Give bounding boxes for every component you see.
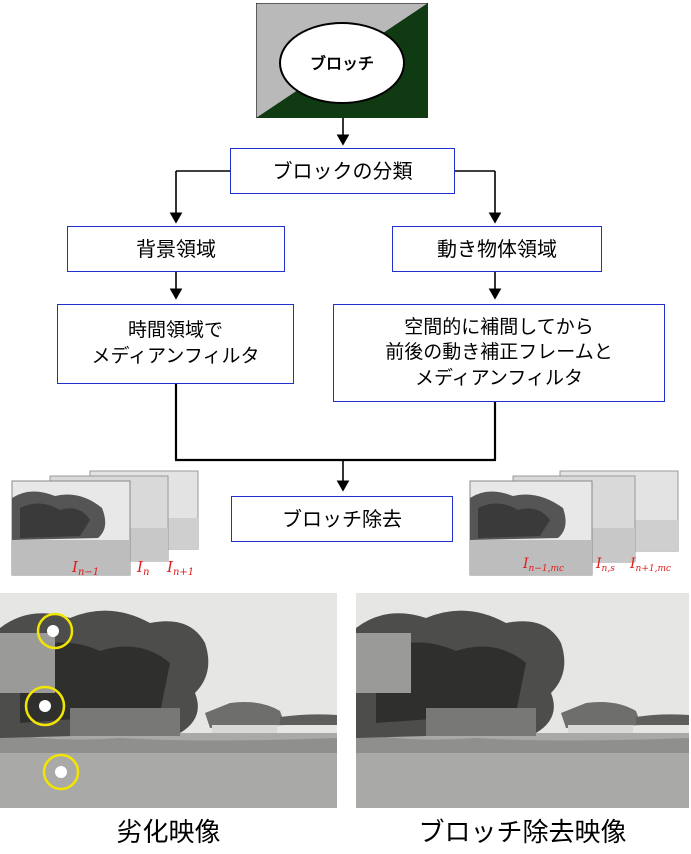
frame-n-minus-1 (11, 480, 131, 576)
restored-image (356, 593, 689, 808)
temporal-filter-line-2: メディアンフィルタ (91, 345, 260, 367)
background-region-box: 背景領域 (67, 226, 285, 272)
blotch-node (256, 3, 428, 118)
blotch-marker-3 (42, 753, 80, 791)
frame-n-minus-1-mc (469, 480, 593, 576)
degraded-caption: 劣化映像 (116, 818, 221, 848)
spatial-filter-line-3: メディアンフィルタ (415, 366, 583, 389)
blotch-node-label: ブロッチ (309, 54, 374, 73)
moving-object-region-box: 動き物体領域 (392, 226, 602, 272)
block-classification-box: ブロックの分類 (230, 148, 455, 194)
label-i-n-plus-1: In+1 (166, 558, 194, 578)
blotch-marker-1 (36, 612, 74, 650)
degraded-image (0, 593, 337, 808)
temporal-median-filter-box: 時間領域で メディアンフィルタ (57, 304, 294, 384)
label-i-n-plus-1-mc: In+1,mc (629, 556, 671, 574)
spatial-filter-line-2: 前後の動き補正フレームと (385, 341, 613, 364)
blotch-marker-2 (24, 685, 66, 727)
restored-caption: ブロッチ除去映像 (418, 818, 627, 848)
spatial-filter-line-1: 空間的に補間してから (404, 315, 594, 338)
spatial-interpolation-filter-box: 空間的に補間してから 前後の動き補正フレームと メディアンフィルタ (333, 304, 665, 402)
left-frame-stack: In−1 In In+1 (11, 470, 199, 578)
blotch-removal-box: ブロッチ除去 (231, 496, 453, 542)
right-frame-stack: In−1,mc In,s In+1,mc (469, 470, 679, 576)
temporal-filter-line-1: 時間領域で (127, 319, 223, 342)
